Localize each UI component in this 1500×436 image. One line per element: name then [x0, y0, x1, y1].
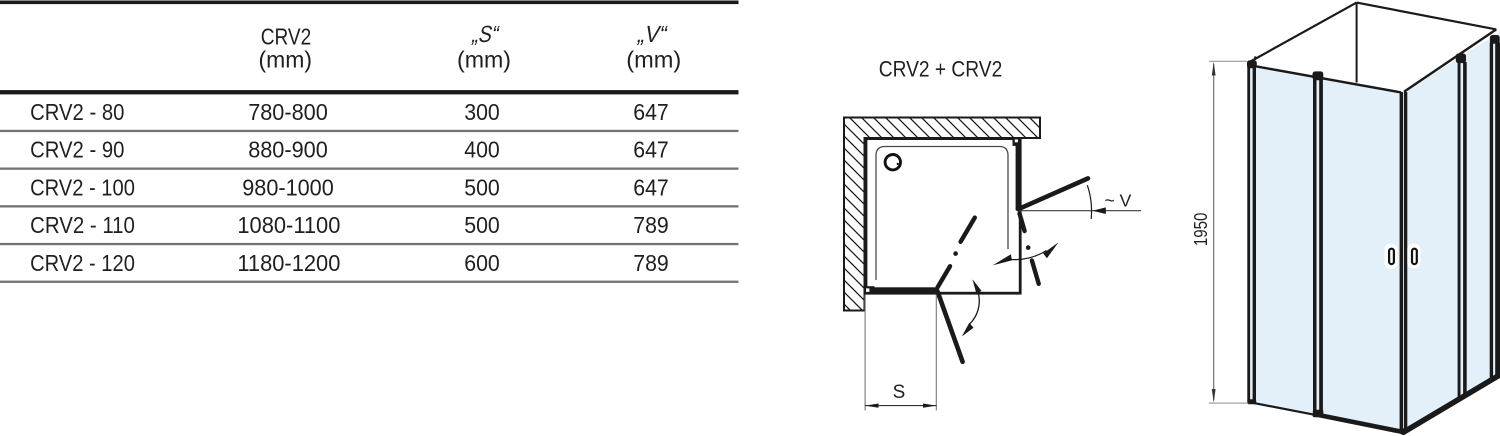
svg-text:CRV2 + CRV2: CRV2 + CRV2 — [879, 57, 1003, 82]
svg-text:1080-1100: 1080-1100 — [237, 212, 340, 238]
svg-text:CRV2 - 90: CRV2 - 90 — [30, 137, 124, 163]
svg-text:„V“: „V“ — [635, 21, 669, 48]
svg-text:(mm): (mm) — [259, 46, 313, 72]
svg-text:500: 500 — [464, 174, 500, 200]
svg-text:~ V: ~ V — [1105, 191, 1132, 211]
svg-text:500: 500 — [464, 212, 500, 238]
svg-text:300: 300 — [464, 99, 500, 125]
svg-text:CRV2: CRV2 — [261, 23, 312, 49]
svg-text:CRV2 - 120: CRV2 - 120 — [30, 250, 135, 276]
svg-text:1180-1200: 1180-1200 — [237, 250, 340, 276]
svg-text:CRV2 - 100: CRV2 - 100 — [30, 174, 135, 200]
svg-text:880-900: 880-900 — [248, 137, 328, 163]
svg-text:780-800: 780-800 — [248, 99, 328, 125]
svg-text:(mm): (mm) — [457, 46, 511, 72]
svg-text:647: 647 — [633, 174, 669, 200]
svg-text:1950: 1950 — [1191, 213, 1211, 247]
svg-text:789: 789 — [633, 250, 669, 276]
svg-text:S: S — [893, 382, 906, 403]
svg-text:647: 647 — [633, 137, 669, 163]
svg-text:(mm): (mm) — [626, 46, 681, 72]
svg-text:647: 647 — [633, 99, 669, 125]
svg-text:600: 600 — [464, 250, 500, 276]
svg-text:„S“: „S“ — [470, 21, 502, 48]
svg-text:980-1000: 980-1000 — [242, 174, 334, 200]
svg-text:CRV2 - 110: CRV2 - 110 — [30, 212, 135, 238]
svg-text:CRV2 - 80: CRV2 - 80 — [30, 99, 124, 125]
svg-text:400: 400 — [464, 137, 500, 163]
svg-text:789: 789 — [633, 212, 669, 238]
